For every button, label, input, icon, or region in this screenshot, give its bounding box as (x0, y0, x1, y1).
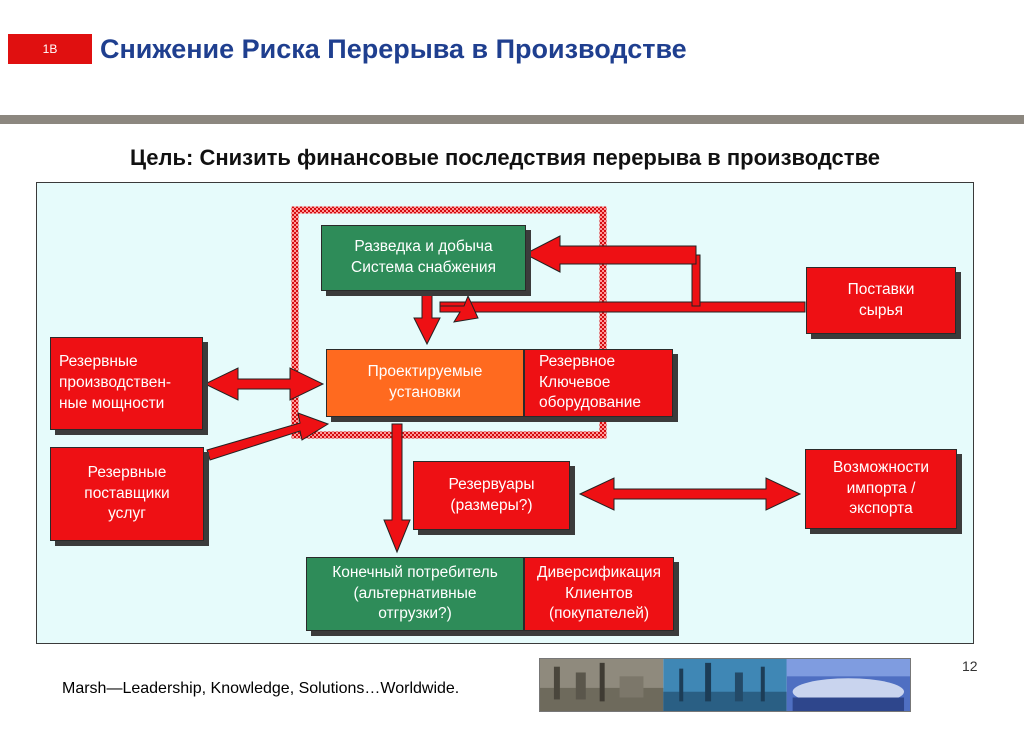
title-divider (0, 115, 1024, 124)
arrow-units-consumer (383, 423, 411, 554)
supply-riser (691, 254, 701, 307)
supply-line (439, 301, 806, 313)
node-exploration: Разведка и добыча Система снабжения (321, 225, 526, 291)
arrow-to-designed-units (439, 294, 479, 323)
arrow-exploration-down (413, 291, 441, 346)
node-end-consumer: Конечный потребитель (альтернативные отг… (306, 557, 524, 631)
slide-title: Снижение Риска Перерыва в Производстве (100, 34, 687, 64)
arrow-suppliers-units (206, 412, 330, 461)
arrow-tanks-import (578, 477, 802, 511)
goal-heading: Цель: Снизить финансовые последствия пер… (129, 145, 881, 170)
node-designed-units: Проектируемые установки (326, 349, 524, 417)
node-reserve-suppliers: Резервные поставщики услуг (50, 447, 204, 541)
hatched-frame (291, 206, 607, 439)
industrial-photos-image (539, 658, 911, 712)
slide-badge: 1B (8, 34, 92, 64)
arrow-to-exploration (523, 235, 697, 273)
node-raw-supply: Поставки сырья (806, 267, 956, 334)
node-reserve-equipment: Резервное Ключевое оборудование (524, 349, 673, 417)
page-number: 12 (962, 658, 978, 674)
node-import-export: Возможности импорта / экспорта (805, 449, 957, 529)
arrow-capacity-units (203, 367, 325, 401)
footer-tagline: Marsh—Leadership, Knowledge, Solutions…W… (62, 680, 460, 697)
node-reserve-capacity: Резервные производствен- ные мощности (50, 337, 203, 430)
node-tanks: Резервуары (размеры?) (413, 461, 570, 530)
node-diversification: Диверсификация Клиентов (покупателей) (524, 557, 674, 631)
